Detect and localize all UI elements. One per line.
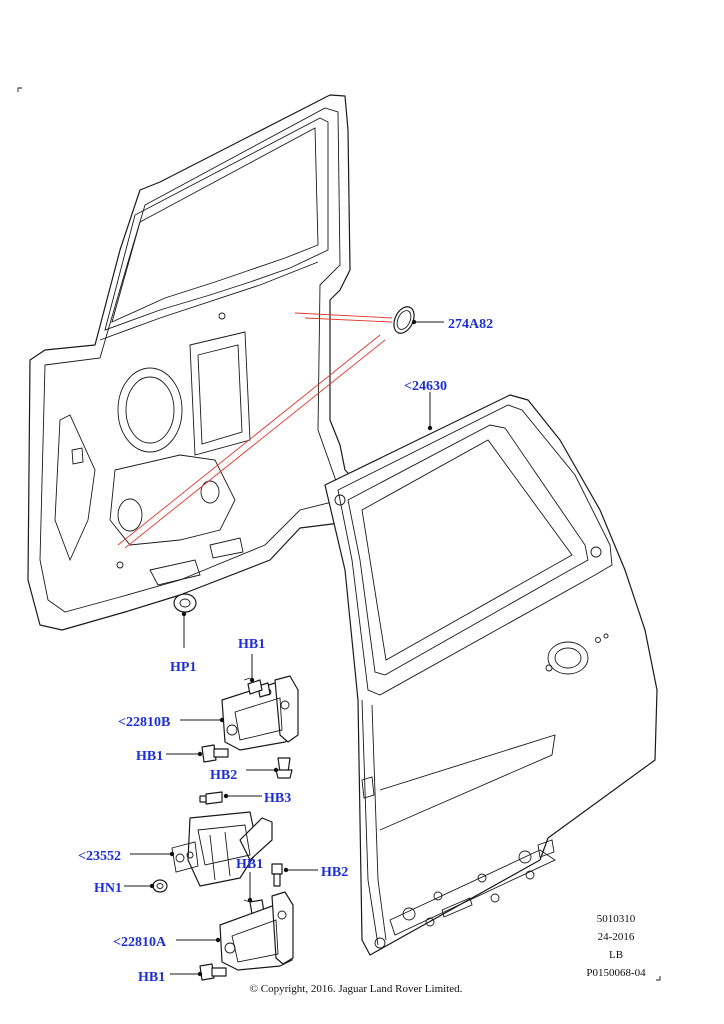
callout-hb1-bottom: HB1 (138, 970, 165, 985)
bolt-hb1-bottom (199, 963, 227, 981)
callout-22810A: <22810A (113, 935, 167, 950)
bolt-hb1-top (243, 677, 263, 695)
callout-leaders (124, 319, 444, 977)
red-leader-lines (117, 312, 393, 549)
drawing-info-block: 5010310 24-2016 LB P0150068-04 (586, 913, 646, 979)
check-strap-23552 (171, 811, 273, 887)
callout-274A82: 274A82 (448, 317, 493, 332)
callout-hb3: HB3 (264, 791, 291, 806)
callout-hb2-low: HB2 (321, 865, 348, 880)
info-line-4: P0150068-04 (586, 967, 646, 979)
bolt-hb2-mid (275, 757, 293, 779)
copyright-notice: © Copyright, 2016. Jaguar Land Rover Lim… (250, 983, 463, 995)
lower-hinge-22810A (219, 891, 294, 971)
info-line-1: 5010310 (597, 913, 636, 925)
upper-hinge-22810B (221, 675, 299, 751)
callout-24630: <24630 (404, 379, 447, 394)
callout-23552: <23552 (78, 849, 121, 864)
outer-door-shell (324, 394, 658, 956)
callout-hb1-low: HB1 (236, 857, 263, 872)
callout-labels: 274A82 <24630 HP1 HB1 <22810B HB1 HB2 HB… (78, 317, 493, 985)
plug-hp1 (173, 593, 197, 613)
callout-hb2-mid: HB2 (210, 768, 237, 783)
grommet-274A82 (393, 306, 415, 334)
callout-hb1-top: HB1 (238, 637, 265, 652)
callout-hn1: HN1 (94, 881, 122, 896)
bolt-hb2-low (271, 863, 283, 887)
corner-marks (17, 87, 661, 981)
callout-hp1: HP1 (170, 660, 196, 675)
info-line-3: LB (609, 949, 623, 961)
inner-door-panel (27, 94, 361, 631)
info-line-2: 24-2016 (598, 931, 635, 943)
nut-hn1 (152, 879, 168, 893)
bolt-hb1-mid (201, 744, 229, 763)
callout-hb1-mid: HB1 (136, 749, 163, 764)
callout-22810B: <22810B (118, 715, 170, 730)
bolt-hb3 (199, 791, 223, 805)
